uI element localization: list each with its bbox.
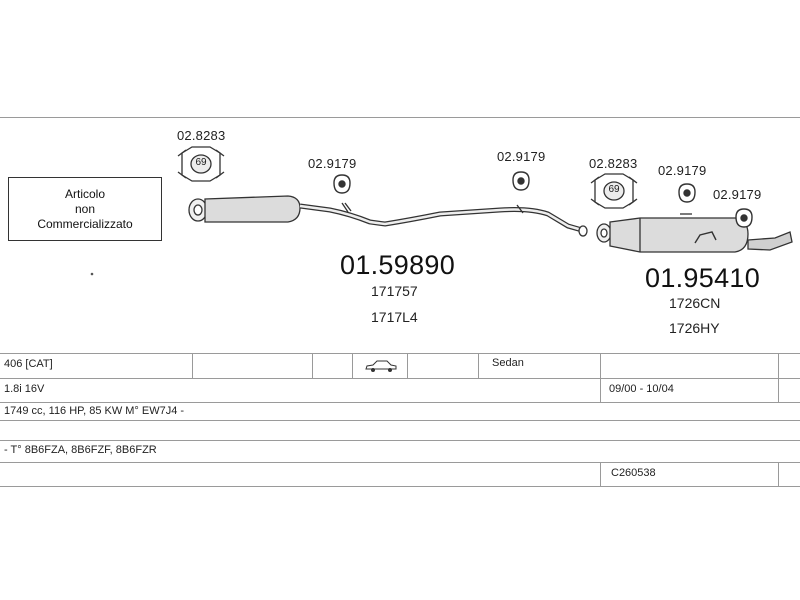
rubber-hanger-1-icon [333,174,351,194]
table-divider [778,353,779,402]
note-line-3: Commercializzato [37,216,133,231]
table-line-2 [0,378,800,379]
hanger-3-code[interactable]: 02.9179 [658,163,707,178]
rear-silencer-code[interactable]: 01.95410 [645,263,761,293]
rubber-hanger-2-icon [512,171,530,191]
middle-pipe-drawing [188,195,588,237]
note-line-1: Articolo [64,186,105,201]
type-codes-cell: - T° 8B6FZA, 8B6FZF, 8B6FZR [4,444,157,456]
middle-pipe-oe-2: 1717L4 [371,309,418,325]
middle-pipe-code[interactable]: 01.59890 [340,250,456,280]
hanger-1-code[interactable]: 02.9179 [308,156,357,171]
body-type-cell: Sedan [492,357,524,369]
clamp-right-code[interactable]: 02.8283 [589,156,638,171]
model-cell: 406 [CAT] [4,358,53,370]
table-divider [352,353,353,378]
stray-dot [90,272,94,276]
years-cell: 09/00 - 10/04 [609,383,674,395]
hanger-4-code[interactable]: 02.9179 [713,187,762,202]
sedan-car-icon [365,360,397,372]
table-divider [478,353,479,378]
table-divider [600,462,601,486]
table-line-5 [0,440,800,441]
rear-silencer-oe-2: 1726HY [669,320,720,336]
table-line-4 [0,420,800,421]
ref-code-cell: C260538 [611,467,656,479]
rubber-hanger-4-icon [735,208,753,228]
engine-cell: 1.8i 16V [4,383,45,395]
band-clamp-left-icon [177,146,225,182]
table-divider [407,353,408,378]
table-divider [312,353,313,378]
rear-silencer-oe-1: 1726CN [669,295,721,311]
table-divider [192,353,193,378]
table-divider [778,462,779,486]
rear-silencer-drawing [596,213,793,253]
table-line-7 [0,486,800,487]
band-clamp-right-icon [590,173,638,209]
clamp-right-badge: 69 [608,184,620,195]
specs-cell: 1749 cc, 116 HP, 85 KW M° EW7J4 - [4,405,185,417]
rubber-hanger-3-icon [678,183,696,203]
exhaust-diagram [90,146,793,276]
table-line-6 [0,462,800,463]
clamp-left-code[interactable]: 02.8283 [177,128,226,143]
clamp-left-badge: 69 [195,157,207,168]
table-divider [600,353,601,402]
table-line-1 [0,353,800,354]
note-line-2: non [74,201,96,216]
not-commercialized-box: Articolo non Commercializzato [8,177,162,241]
middle-pipe-oe-1: 171757 [371,283,418,299]
table-line-3 [0,402,800,403]
frame-top-line [0,117,800,118]
hanger-2-code[interactable]: 02.9179 [497,149,546,164]
